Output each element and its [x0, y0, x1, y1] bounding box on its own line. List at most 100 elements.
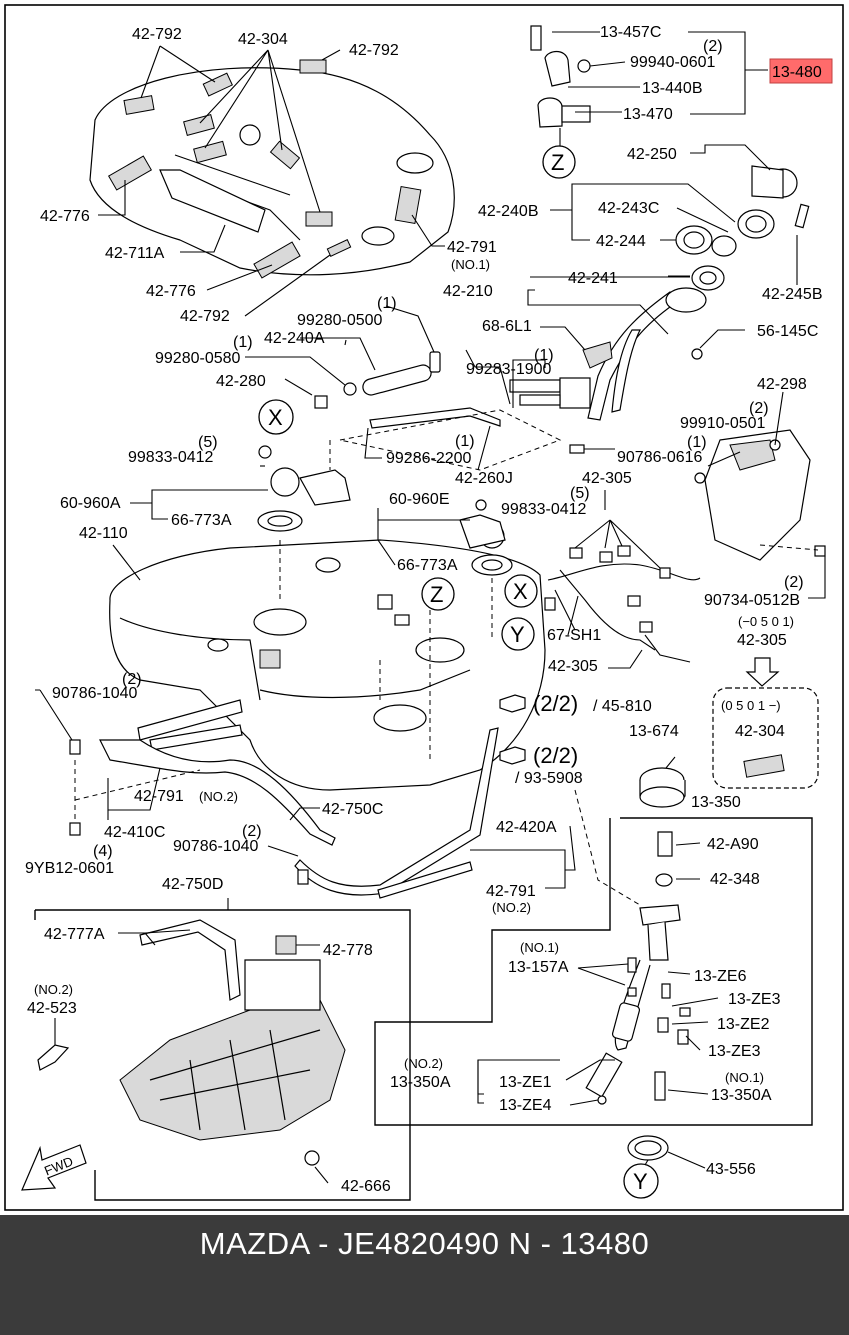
label: 42-110 — [79, 525, 128, 542]
label: 13-440B — [642, 80, 703, 97]
pump-module-frame — [374, 817, 813, 1126]
label: 90734-0512B — [704, 592, 800, 609]
label: 42-791 — [486, 883, 536, 900]
label: 13-ZE1 — [499, 1074, 552, 1091]
label: 90786-1040 — [52, 685, 138, 702]
label: 13-ZE2 — [717, 1016, 770, 1033]
label: (2) — [122, 671, 142, 688]
label: (1) — [534, 347, 554, 364]
label: 43-556 — [706, 1161, 756, 1178]
label: 90786-0616 — [617, 449, 703, 466]
label: 99286-2200 — [386, 450, 472, 467]
label: 42-776 — [146, 283, 196, 300]
label: 42-778 — [323, 942, 373, 959]
label: 56-145C — [757, 323, 818, 340]
label: 42-245B — [762, 286, 823, 303]
label: 13-ZE4 — [499, 1097, 552, 1114]
filler-pipe — [509, 276, 745, 454]
skid-plate-drawing — [118, 898, 346, 1184]
hand-pointer-icon — [499, 694, 526, 713]
label: 42-666 — [341, 1178, 391, 1195]
inset-part-label: 42-304 — [735, 723, 785, 740]
pump-components — [477, 756, 719, 1169]
label: 99283-1900 — [466, 361, 552, 378]
skid-plate-frame — [34, 909, 411, 1201]
tank-straps — [35, 689, 576, 899]
label: 42-240A — [264, 330, 325, 347]
label: 42-523 — [27, 1000, 77, 1017]
label: 42-791 — [134, 788, 184, 805]
label: 13-674 — [629, 723, 679, 740]
ref-a-fraction: (2/2) — [533, 691, 578, 716]
label: 42-420A — [496, 819, 557, 836]
label: 99833-0412 — [128, 449, 214, 466]
label: 42-750D — [162, 876, 223, 893]
label: 42-244 — [596, 233, 646, 250]
label: 68-6L1 — [482, 318, 532, 335]
label: 42-241 — [568, 270, 618, 287]
label: 42-777A — [44, 926, 105, 943]
hand-pointer-icon-2 — [499, 746, 526, 765]
label: 99940-0601 — [630, 54, 716, 71]
label: 42-792 — [180, 308, 230, 325]
filler-cap-components — [550, 144, 810, 291]
label: (1) — [233, 334, 253, 351]
label: 99280-0580 — [155, 350, 241, 367]
marker-z-tank: Z — [430, 582, 443, 607]
label: (2) — [703, 38, 723, 55]
label: (5) — [198, 434, 218, 451]
inset-box — [712, 657, 819, 789]
label: 13-350A — [390, 1074, 451, 1091]
wiring-harness — [544, 490, 701, 669]
label: 42-792 — [349, 42, 399, 59]
marker-y-tank: Y — [510, 622, 525, 647]
label: 42-243C — [598, 200, 659, 217]
label: (1) — [687, 434, 707, 451]
diagram-border — [4, 4, 844, 1211]
fuel-cap-assembly — [530, 25, 768, 148]
label: 42-305 — [582, 470, 632, 487]
fwd-arrow — [21, 1144, 87, 1191]
label: 13-ZE6 — [694, 968, 747, 985]
label: 42-298 — [757, 376, 807, 393]
label: 42-791 — [447, 239, 497, 256]
label: (NO.1) — [520, 940, 559, 955]
label: 67-SH1 — [547, 627, 601, 644]
label: 60-960A — [60, 495, 121, 512]
label: 99833-0412 — [501, 501, 587, 518]
inset-top-label: (0 5 0 1 −) — [721, 698, 781, 713]
label: 42-750C — [322, 801, 383, 818]
label: (NO.2) — [199, 789, 238, 804]
label: 13-457C — [600, 24, 661, 41]
ref-a-part: / 45-810 — [593, 698, 652, 715]
label: 42-305 — [548, 658, 598, 675]
label: 42-280 — [216, 373, 266, 390]
label: 9YB12-0601 — [25, 860, 114, 877]
label: (2) — [784, 574, 804, 591]
label: (2) — [749, 400, 769, 417]
label: (4) — [93, 843, 113, 860]
vent-hoses — [245, 305, 562, 471]
label: (2) — [242, 823, 262, 840]
label: 42-A90 — [707, 836, 759, 853]
parts-diagram: Z X Z X Y Y — [4, 4, 844, 1211]
label: 13-470 — [623, 106, 673, 123]
footer-part-number: MAZDA - JE4820490 N - 13480 — [199, 1226, 650, 1261]
label: (NO.1) — [725, 1070, 764, 1085]
marker-y-bottom: Y — [633, 1169, 648, 1194]
label: 99280-0500 — [297, 312, 383, 329]
label: 42-240B — [478, 203, 539, 220]
label: 42-711A — [105, 245, 165, 262]
highlight-box — [769, 58, 833, 84]
label: (NO.2) — [492, 900, 531, 915]
label: 13-ZE3 — [708, 1043, 761, 1060]
label: 66-773A — [171, 512, 232, 529]
label: 13-480 — [772, 64, 822, 81]
label: 42-776 — [40, 208, 90, 225]
marker-x-left: X — [268, 405, 283, 430]
label: 42-792 — [132, 26, 182, 43]
label: 42-348 — [710, 871, 760, 888]
label: 13-350A — [711, 1087, 772, 1104]
footer-bar — [0, 1215, 849, 1335]
label: 99910-0501 — [680, 415, 766, 432]
